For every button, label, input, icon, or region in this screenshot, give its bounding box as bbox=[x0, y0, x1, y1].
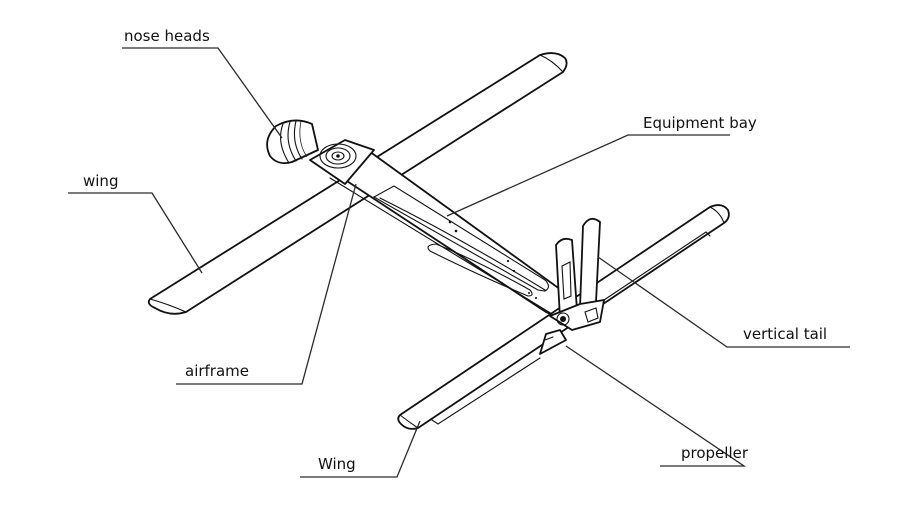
label-wing-rear: Wing bbox=[318, 455, 356, 473]
leader-propeller bbox=[565, 345, 747, 467]
leader-wing-rear bbox=[300, 420, 421, 478]
leader-vertical-tail bbox=[597, 256, 850, 348]
label-airframe: airframe bbox=[185, 362, 249, 380]
label-propeller: propeller bbox=[681, 444, 749, 462]
nose-head bbox=[266, 119, 319, 165]
label-vertical-tail: vertical tail bbox=[743, 325, 827, 343]
leader-equipment-bay bbox=[446, 134, 730, 217]
leader-nose-heads bbox=[122, 47, 283, 139]
vertical-tail-group bbox=[555, 217, 601, 319]
propeller-hub bbox=[539, 299, 605, 355]
label-equipment-bay: Equipment bay bbox=[643, 114, 757, 132]
wing-pivot-mount bbox=[309, 139, 375, 185]
leader-lines bbox=[68, 47, 850, 478]
leader-airframe bbox=[176, 183, 357, 385]
label-nose-heads: nose heads bbox=[124, 27, 210, 45]
leader-wing-front bbox=[68, 192, 203, 274]
label-wing-front: wing bbox=[83, 172, 118, 190]
